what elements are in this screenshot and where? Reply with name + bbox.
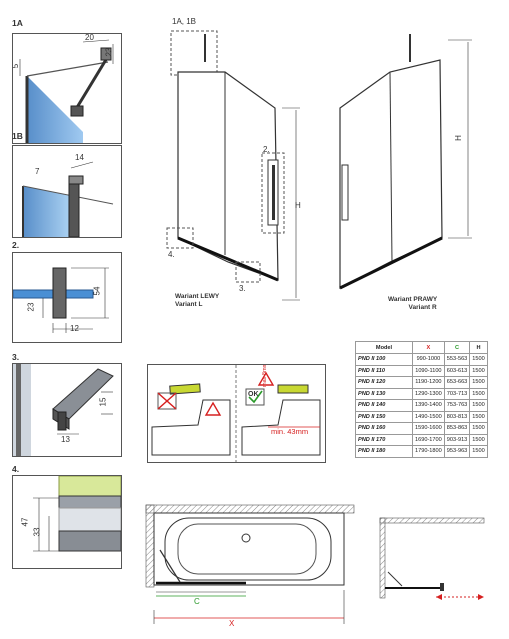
dim-3-13: 13 [61,435,70,444]
detail-2-drawing [13,267,109,333]
detail-panel-2: 54 23 12 [12,252,122,343]
detail-panel-3: 15 13 [12,363,122,457]
detail-1a-drawing [19,39,114,143]
panel-4-label: 4. [12,464,20,474]
variant-left-caption: Wariant LEWY Variant L [175,293,219,309]
cell-model: PND II 180 [355,445,413,458]
col-x: X [412,341,445,354]
detail-panel-4: 47 33 [12,475,122,569]
variant-right-caption-line2: Variant R [408,304,437,311]
dim-1a-20: 20 [85,33,94,42]
spec-table-header: Model X C H [355,341,488,354]
cell-h: 1500 [469,376,488,389]
panel-1a-label: 1A [12,18,23,28]
cell-h: 1500 [469,445,488,458]
variant-left-caption-line2: Variant L [175,301,203,308]
panel-1b-label: 1B [12,131,23,141]
dim-2-12: 12 [70,324,79,333]
level-min-label: min. 43mm [271,427,309,436]
callout-2: 2. [263,145,270,154]
plan-x-label: X [229,619,235,628]
dim-1b-7: 7 [35,167,40,176]
cell-c: 953-963 [443,445,471,458]
callout-4: 4. [168,250,175,259]
variant-right-caption-line1: Wariant PRAWY [388,296,438,303]
callout-1a-1b: 1A, 1B [172,17,197,26]
col-model: Model [355,341,413,354]
height-label-left: H [295,201,301,210]
detail-3-drawing [13,364,114,456]
panel-3-label: 3. [12,352,20,362]
detail-4-drawing [33,476,121,552]
detail-panel-1a: 20 23 5 [12,33,122,144]
level-ok-label: OK [248,391,259,398]
detail-panel-1b: 14 7 [12,145,122,238]
col-h: H [469,341,488,354]
variant-right-caption: Wariant PRAWY Variant R [388,296,437,312]
level-check-drawing [151,365,321,462]
callout-3: 3. [239,284,246,293]
variant-left-caption-line1: Wariant LEWY [175,293,220,300]
cell-x: 1790-1800 [412,445,445,458]
level-check-panel: OK max 8mm min. 43mm [147,364,326,463]
plan-c-label: C [194,597,200,606]
detail-1b-drawing [22,161,114,237]
cell-h: 1500 [469,399,488,412]
panel-2-label: 2. [12,240,20,250]
dim-1b-14: 14 [75,153,84,162]
